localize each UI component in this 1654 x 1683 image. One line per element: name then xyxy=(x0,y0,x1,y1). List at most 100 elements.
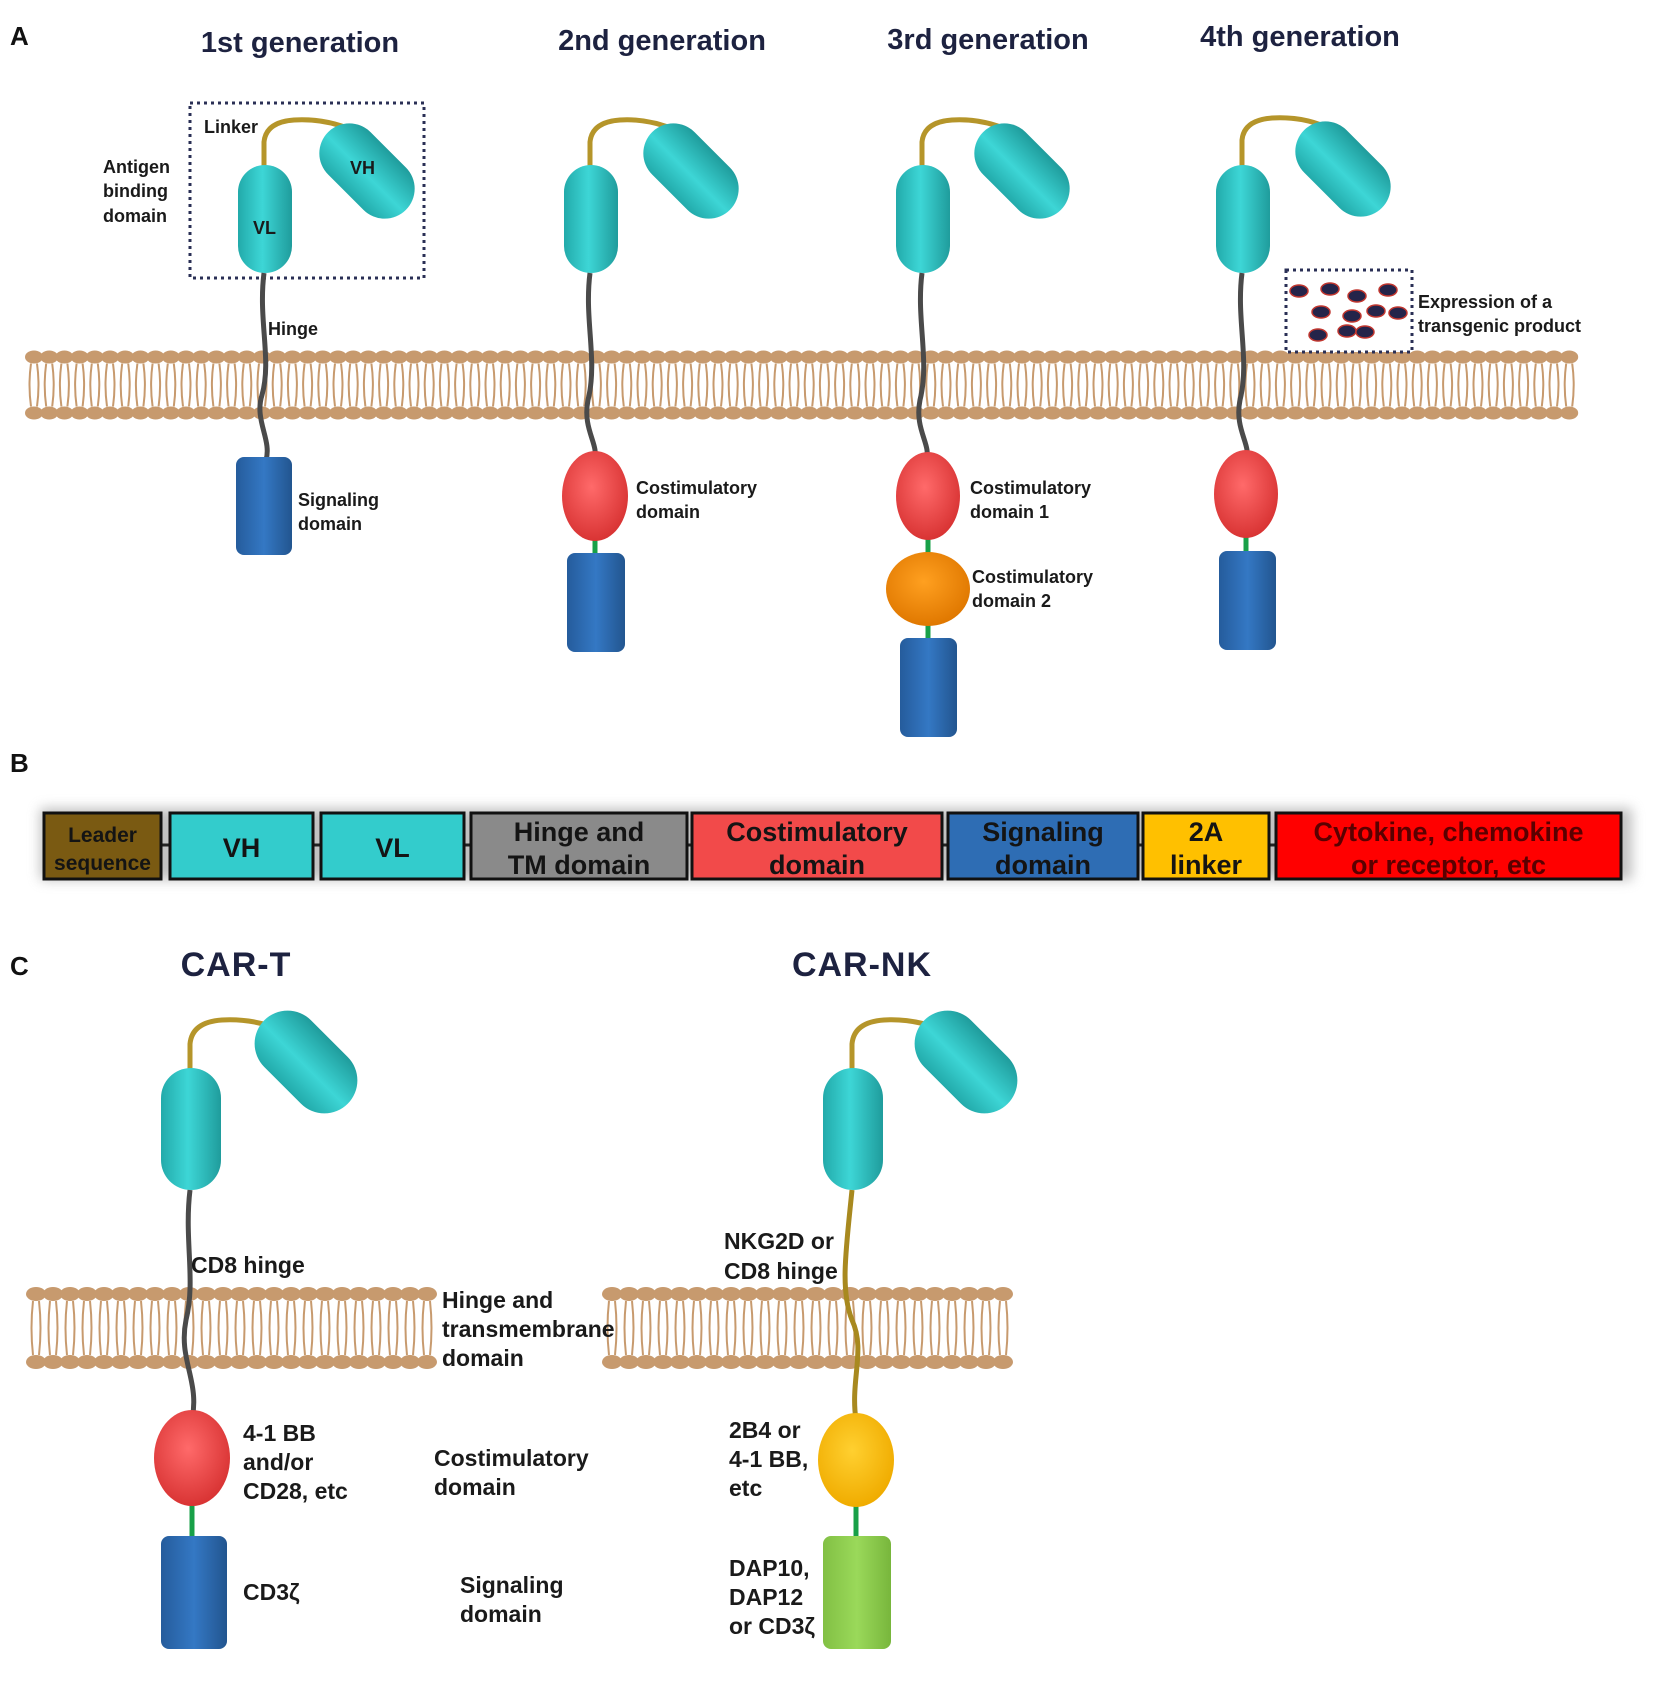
lipid-head xyxy=(891,1287,911,1301)
lipid-tail xyxy=(606,1300,618,1356)
lipid-head xyxy=(405,350,423,364)
lipid-tail xyxy=(545,363,557,407)
lipid-tail xyxy=(1426,363,1438,407)
lipid-tail xyxy=(104,363,116,407)
construct-segment xyxy=(690,811,944,881)
lipid-head xyxy=(993,1287,1013,1301)
lipid-head xyxy=(161,350,180,364)
lipid-tail xyxy=(74,363,86,407)
construct-segment-label-2: domain xyxy=(769,850,865,880)
lipid-head xyxy=(55,350,74,364)
lipid-head xyxy=(1362,406,1381,420)
lipid-head xyxy=(400,1287,420,1301)
lipid-head xyxy=(617,406,636,420)
lipid-tail xyxy=(691,1300,703,1356)
hinge-tm xyxy=(916,272,930,461)
lipid-tail xyxy=(353,1300,365,1356)
lipid-head xyxy=(389,406,408,420)
lipid-tail xyxy=(268,1300,280,1356)
lipid-tail xyxy=(818,363,830,407)
lipid-tail xyxy=(393,363,405,407)
lipid-head xyxy=(636,1355,656,1369)
lipid-head xyxy=(374,350,393,364)
lipid-tail xyxy=(98,1300,110,1356)
lipid-head xyxy=(541,406,560,420)
construct-segment-label-2: domain xyxy=(995,850,1091,880)
lipid-tail xyxy=(408,363,420,407)
construct-segment-label-1: Costimulatory xyxy=(726,817,908,847)
construct-segment-label-2: TM domain xyxy=(508,850,651,880)
lipid-tail xyxy=(725,1300,737,1356)
construct-segment-label: VL xyxy=(375,833,410,863)
lipid-head xyxy=(1149,406,1168,420)
lipid-head xyxy=(196,1287,216,1301)
lipid-tail xyxy=(285,1300,297,1356)
lipid-head xyxy=(633,350,651,364)
lipid-head xyxy=(1301,350,1320,364)
lipid-head xyxy=(230,1355,250,1369)
lipid-tail xyxy=(560,363,572,407)
lipid-head xyxy=(511,350,530,364)
lipid-tail xyxy=(1153,363,1165,407)
product-dot xyxy=(1347,289,1367,303)
lipid-head xyxy=(1043,350,1062,364)
lipid-head xyxy=(845,350,864,364)
lipid-head xyxy=(1180,406,1199,420)
panel-b-letter: B xyxy=(10,748,29,778)
lipid-head xyxy=(207,406,226,420)
lipid-tail xyxy=(986,363,998,407)
lipid-head xyxy=(389,350,408,364)
lipid-head xyxy=(906,350,925,364)
lipid-tail xyxy=(43,363,55,407)
lipid-head xyxy=(77,1355,97,1369)
lipid-head xyxy=(1453,350,1472,364)
lipid-head xyxy=(465,406,484,420)
lipid-head xyxy=(26,1287,46,1301)
tm-label-3: domain xyxy=(442,1345,524,1371)
car-nk-title: CAR-NK xyxy=(792,946,932,984)
lipid-head xyxy=(450,406,469,420)
lipid-head xyxy=(724,350,743,364)
lipid-tail xyxy=(150,363,162,407)
lipid-head xyxy=(281,1355,301,1369)
lipid-tail xyxy=(651,363,663,407)
lipid-head xyxy=(619,1355,639,1369)
hinge-tm xyxy=(842,1189,861,1421)
vl-domain xyxy=(823,1068,883,1190)
lipid-head xyxy=(40,406,59,420)
lipid-tail xyxy=(404,1300,416,1356)
lipid-tail xyxy=(166,1300,178,1356)
lipid-head xyxy=(400,1355,420,1369)
costimulatory-domain-1 xyxy=(896,452,960,540)
lipid-head xyxy=(366,1355,386,1369)
vl-domain xyxy=(161,1068,221,1190)
lipid-head xyxy=(1013,406,1031,420)
lipid-head xyxy=(982,350,1001,364)
lipid-tail xyxy=(1183,363,1195,407)
lipid-head xyxy=(1469,406,1487,420)
lipid-head xyxy=(1332,350,1351,364)
nk-signal-label-2: DAP12 xyxy=(729,1584,803,1610)
lipid-head xyxy=(349,1287,369,1301)
lipid-head xyxy=(602,406,621,420)
lipid-head xyxy=(268,406,287,420)
lipid-tail xyxy=(1168,363,1180,407)
lipid-head xyxy=(976,1355,996,1369)
lipid-head xyxy=(754,350,773,364)
lipid-tail xyxy=(1411,363,1423,407)
lipid-tail xyxy=(30,1300,42,1356)
car-t-title: CAR-T xyxy=(181,946,292,984)
lipid-head xyxy=(192,350,211,364)
lipid-head xyxy=(874,1287,894,1301)
lipid-tail xyxy=(879,363,891,407)
lipid-head xyxy=(976,1287,996,1301)
lipid-tail xyxy=(834,363,846,407)
lipid-head xyxy=(43,1287,63,1301)
lipid-head xyxy=(1119,350,1138,364)
costimulatory-domain-2 xyxy=(886,552,970,626)
lipid-head xyxy=(830,406,849,420)
lipid-tail xyxy=(864,363,876,407)
lipid-tail xyxy=(1092,363,1104,407)
lipid-head xyxy=(772,1287,792,1301)
lipid-head xyxy=(101,350,119,364)
